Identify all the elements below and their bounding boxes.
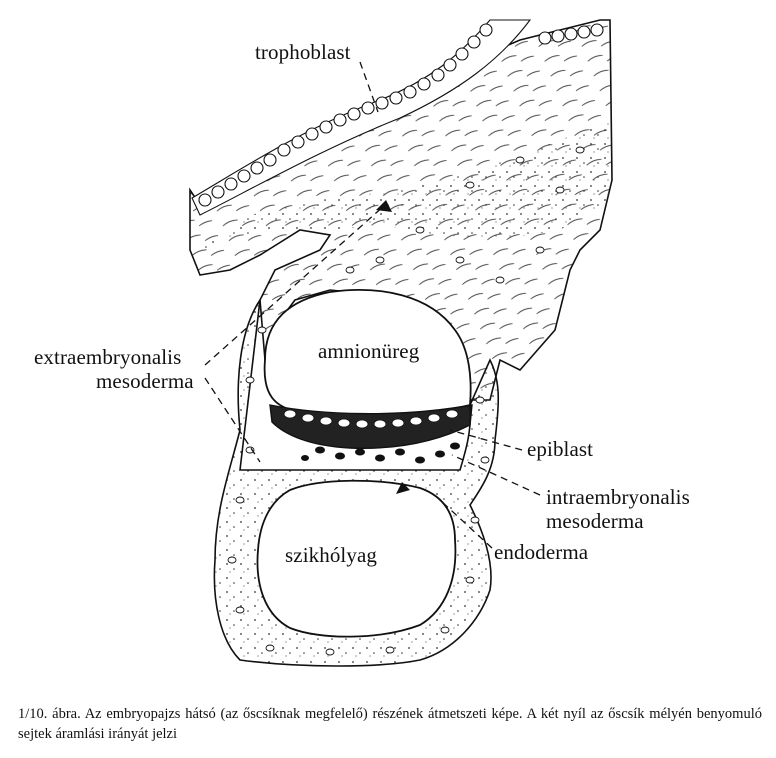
epiblast-layer (269, 404, 473, 449)
leader-lines (204, 61, 541, 549)
label-endoderma: endoderma (494, 540, 589, 564)
leader-epiblast (449, 429, 523, 451)
embryo-drawing (189, 19, 613, 667)
leader-intraembryonalis (451, 454, 541, 496)
label-intraembryonalis-line2: mesoderma (546, 509, 644, 533)
arrow-upper (376, 200, 392, 212)
label-amnionureg: amnionüreg (318, 339, 420, 363)
scattered-cells (227, 146, 585, 656)
label-szikholyag: szikhólyag (285, 543, 377, 567)
leader-extraembryonalis-lower (204, 377, 261, 463)
label-extraembryonalis-line2: mesoderma (96, 369, 194, 393)
leader-trophoblast (359, 61, 379, 113)
flow-arrows (376, 200, 410, 494)
leader-extraembryonalis-upper (204, 204, 386, 366)
label-intraembryonalis-mesoderma: intraembryonalis mesoderma (546, 485, 690, 533)
trophoblast-cells (198, 23, 604, 207)
label-intraembryonalis-line1: intraembryonalis (546, 485, 690, 509)
label-extraembryonalis-line1: extraembryonalis (34, 345, 182, 369)
label-trophoblast: trophoblast (255, 40, 351, 64)
embryo-cross-section-figure: trophoblast extraembryonalis mesoderma a… (34, 19, 690, 667)
trophoblast-layer (191, 19, 604, 216)
label-epiblast: epiblast (527, 437, 594, 461)
yolk-sac (256, 479, 457, 638)
figure-caption: 1/10. ábra. Az embryopajzs hátsó (az ősc… (18, 706, 762, 742)
arrow-lower (396, 482, 410, 494)
label-extraembryonalis-mesoderma: extraembryonalis mesoderma (34, 345, 194, 393)
intraembryonic-mesoderm-cells (301, 442, 460, 464)
